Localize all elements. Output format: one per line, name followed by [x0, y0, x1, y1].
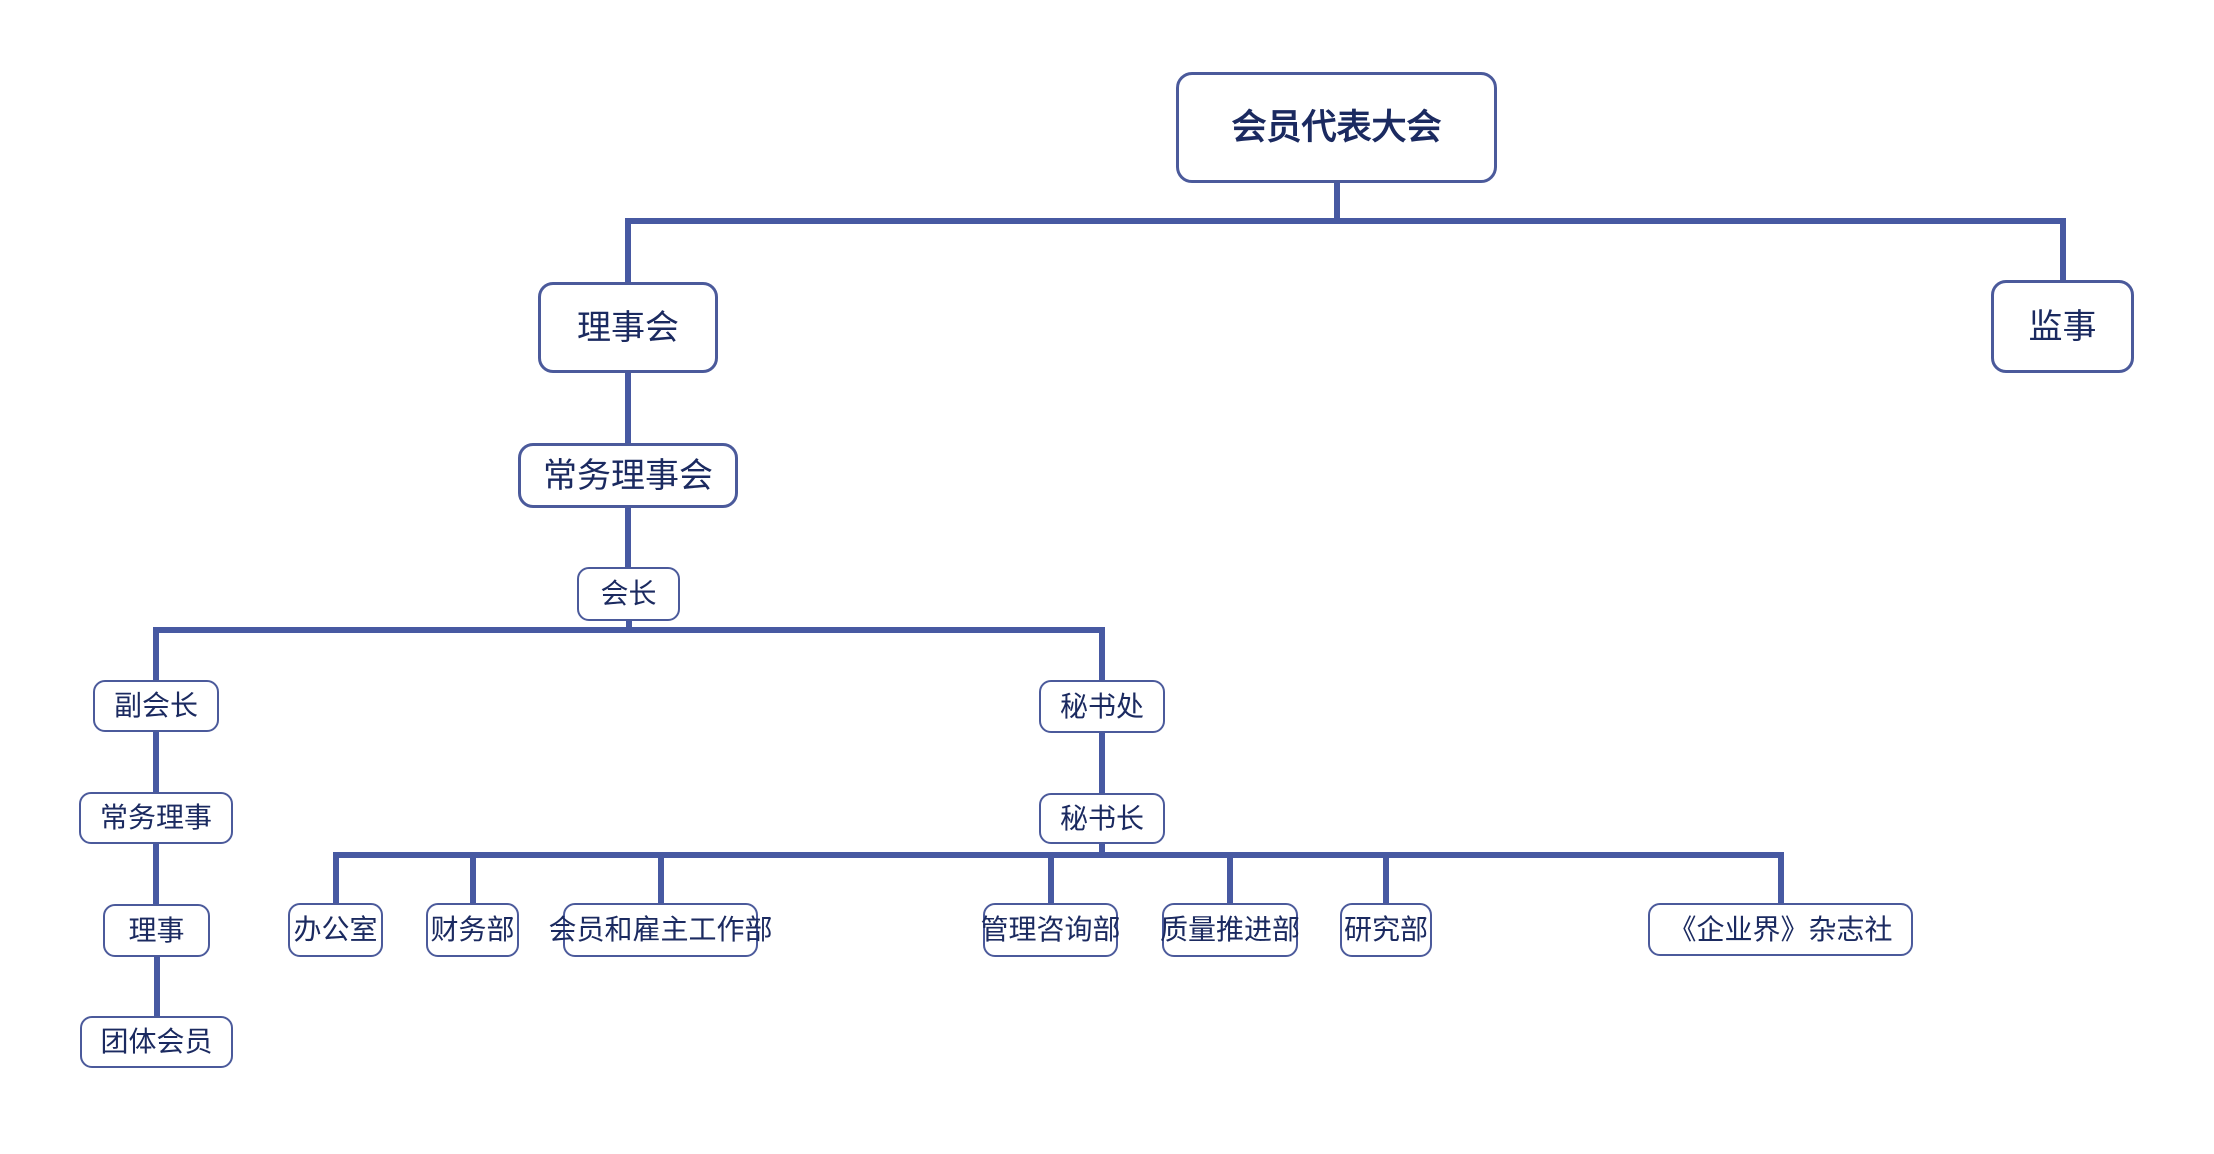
org-node-label-standing-director: 常务理事 — [99, 802, 212, 833]
connector-consulting-dept-riser — [1047, 852, 1054, 903]
org-node-secretariat: 秘书处 — [1039, 680, 1165, 733]
org-node-president: 会长 — [577, 567, 680, 621]
connector-member-employer-dept-riser — [657, 852, 664, 903]
org-node-vice-president: 副会长 — [93, 680, 219, 732]
connector-council-riser — [625, 218, 631, 282]
org-node-director: 理事 — [103, 904, 210, 957]
org-node-label-secretariat: 秘书处 — [1059, 690, 1144, 722]
org-node-consulting-dept: 管理咨询部 — [980, 903, 1121, 957]
org-node-magazine: 《企业界》杂志社 — [1648, 903, 1913, 956]
org-node-finance-dept: 财务部 — [426, 903, 519, 957]
connector-quality-dept-riser — [1227, 852, 1233, 903]
org-node-label-vice-president: 副会长 — [113, 690, 198, 721]
org-node-standing-director: 常务理事 — [79, 792, 233, 844]
org-node-label-director: 理事 — [128, 914, 185, 946]
org-node-research-dept: 研究部 — [1340, 903, 1432, 957]
connector-assembly-drop — [1333, 183, 1340, 224]
org-node-group-member: 团体会员 — [80, 1016, 233, 1068]
connector-secretariat-riser — [1099, 627, 1105, 680]
org-node-label-research-dept: 研究部 — [1343, 914, 1428, 945]
org-node-label-group-member: 团体会员 — [100, 1026, 213, 1057]
org-node-secretary-general: 秘书长 — [1039, 793, 1165, 844]
org-node-standing-council: 常务理事会 — [518, 443, 738, 508]
org-node-label-consulting-dept: 管理咨询部 — [980, 914, 1121, 945]
connector-vice-president-riser — [153, 627, 159, 680]
connector-supervisor-riser — [2059, 218, 2066, 280]
org-node-label-office: 办公室 — [293, 914, 378, 945]
org-node-label-president: 会长 — [600, 578, 657, 609]
connector-office-riser — [332, 852, 339, 903]
connector-magazine-riser — [1777, 852, 1784, 903]
org-node-label-finance-dept: 财务部 — [430, 914, 515, 945]
connector-council-standing-council — [625, 373, 631, 443]
org-node-label-standing-council: 常务理事会 — [543, 456, 713, 495]
connector-assembly-bus — [625, 218, 2066, 224]
org-node-label-assembly: 会员代表大会 — [1231, 108, 1442, 147]
connector-secretariat-secretary-general — [1099, 733, 1105, 793]
org-node-supervisor: 监事 — [1991, 280, 2134, 373]
org-node-member-employer-dept: 会员和雇主工作部 — [549, 903, 773, 957]
org-node-label-secretary-general: 秘书长 — [1059, 802, 1144, 834]
connector-vice-president-standing-director — [153, 732, 159, 792]
org-node-office: 办公室 — [288, 903, 383, 957]
connector-secretary-general-bus — [332, 852, 1784, 858]
org-node-quality-dept: 质量推进部 — [1160, 903, 1301, 957]
connector-standing-council-president — [625, 508, 631, 567]
connector-president-bus — [153, 627, 1105, 633]
connector-director-group-member — [153, 957, 160, 1016]
org-node-council: 理事会 — [538, 282, 718, 373]
org-node-label-supervisor: 监事 — [2028, 307, 2097, 346]
connector-finance-dept-riser — [469, 852, 476, 903]
org-node-label-magazine: 《企业界》杂志社 — [1668, 913, 1893, 945]
connector-research-dept-riser — [1383, 852, 1389, 903]
org-node-label-quality-dept: 质量推进部 — [1160, 914, 1301, 945]
org-node-label-council: 理事会 — [577, 308, 679, 347]
connector-standing-director-director — [153, 844, 159, 904]
org-node-label-member-employer-dept: 会员和雇主工作部 — [548, 914, 773, 945]
org-node-assembly: 会员代表大会 — [1176, 72, 1497, 183]
connector-secretary-general-drop — [1099, 844, 1105, 858]
